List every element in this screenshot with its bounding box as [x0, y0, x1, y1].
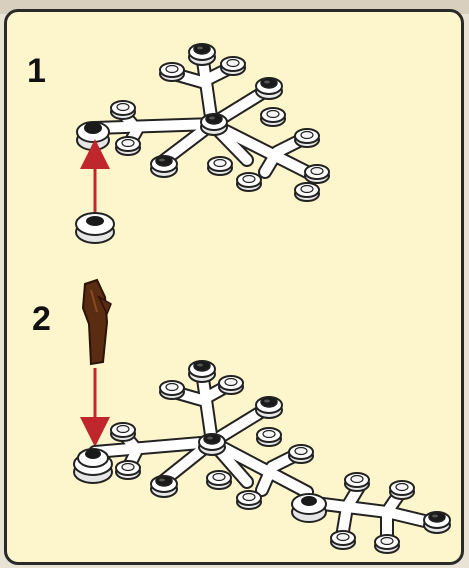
step-1-loose-plate [75, 212, 115, 244]
step-2-number: 2 [32, 300, 51, 338]
step-1-target-plate [76, 121, 110, 151]
brown-stem-piece [81, 278, 112, 366]
step-2-snowflake-secondary [291, 472, 451, 554]
build-illustration [73, 43, 451, 554]
instruction-panel: 1 2 [4, 9, 464, 565]
step-1-number: 1 [27, 52, 46, 90]
step-1-snowflake [88, 43, 330, 202]
step-2-target-plate [73, 448, 113, 484]
step-2-snowflake-main [88, 360, 314, 510]
